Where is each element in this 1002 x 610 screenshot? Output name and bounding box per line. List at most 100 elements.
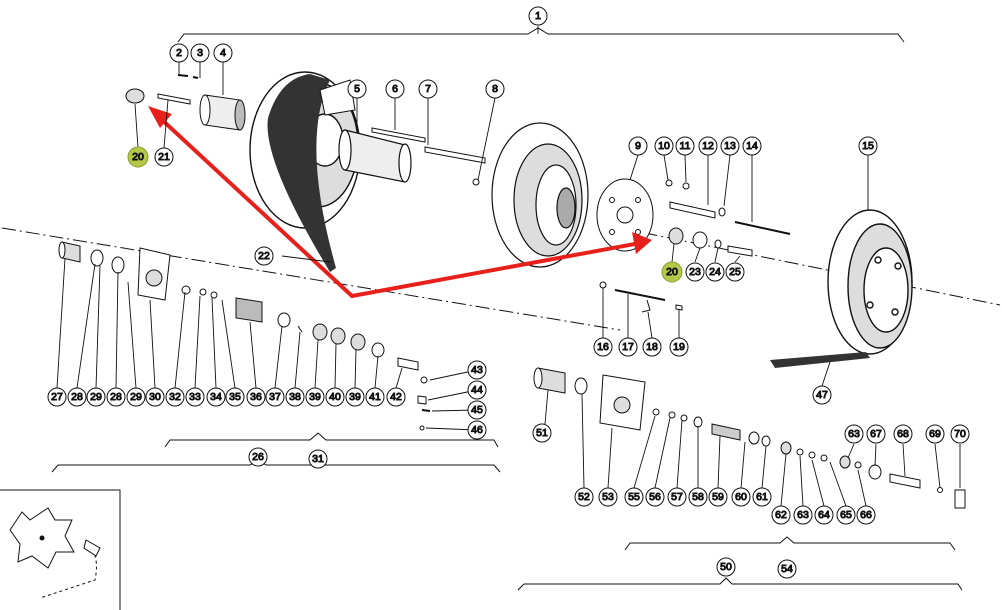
callout-41[interactable]: 41: [365, 387, 385, 407]
callout-56[interactable]: 56: [645, 487, 665, 507]
callout-20-highlighted-right[interactable]: 20: [661, 261, 683, 283]
callout-55[interactable]: 55: [624, 487, 644, 507]
callout-65[interactable]: 65: [836, 505, 856, 525]
callout-12[interactable]: 12: [698, 136, 718, 156]
callout-39[interactable]: 39: [305, 387, 325, 407]
svg-text:53: 53: [602, 491, 614, 503]
callout-30[interactable]: 30: [145, 387, 165, 407]
leader-lines: [56, 26, 961, 507]
callout-23[interactable]: 23: [685, 262, 705, 282]
callout-40[interactable]: 40: [325, 387, 345, 407]
callout-57[interactable]: 57: [667, 487, 687, 507]
callout-58[interactable]: 58: [688, 487, 708, 507]
callout-15[interactable]: 15: [858, 136, 878, 156]
shaft-assembly-left: [58, 241, 431, 431]
svg-text:10: 10: [658, 140, 670, 152]
bushing-left: [125, 74, 246, 131]
callout-66[interactable]: 66: [856, 505, 876, 525]
callout-51[interactable]: 51: [532, 423, 552, 443]
callout-8[interactable]: 8: [485, 79, 505, 99]
callout-46[interactable]: 46: [467, 420, 487, 440]
callout-24[interactable]: 24: [705, 262, 725, 282]
callout-39-b[interactable]: 39: [345, 387, 365, 407]
callout-11[interactable]: 11: [675, 136, 695, 156]
callout-14[interactable]: 14: [742, 136, 762, 156]
callout-36[interactable]: 36: [246, 387, 266, 407]
callout-29[interactable]: 29: [86, 387, 106, 407]
callout-28-b[interactable]: 28: [106, 387, 126, 407]
callout-25[interactable]: 25: [725, 262, 745, 282]
svg-text:29: 29: [90, 391, 102, 403]
callout-67[interactable]: 67: [866, 424, 886, 444]
svg-text:56: 56: [649, 491, 661, 503]
svg-text:11: 11: [680, 140, 691, 152]
svg-text:54: 54: [781, 563, 793, 575]
key-parts: [371, 127, 486, 186]
callout-47[interactable]: 47: [812, 385, 832, 405]
svg-text:43: 43: [471, 364, 483, 376]
callout-9[interactable]: 9: [628, 136, 648, 156]
callout-38[interactable]: 38: [285, 387, 305, 407]
callout-59[interactable]: 59: [708, 487, 728, 507]
arrowheads: [148, 106, 652, 254]
callout-18[interactable]: 18: [642, 337, 662, 357]
callout-32[interactable]: 32: [165, 387, 185, 407]
callout-62[interactable]: 62: [771, 505, 791, 525]
svg-text:28: 28: [110, 391, 122, 403]
svg-text:41: 41: [369, 391, 381, 403]
callout-10[interactable]: 10: [654, 136, 674, 156]
callout-31[interactable]: 31: [308, 449, 328, 469]
callout-1[interactable]: 1: [528, 6, 548, 26]
callout-70[interactable]: 70: [950, 424, 970, 444]
callout-13[interactable]: 13: [720, 136, 740, 156]
svg-text:31: 31: [312, 453, 324, 465]
svg-text:42: 42: [390, 391, 402, 403]
callout-54[interactable]: 54: [777, 559, 797, 579]
callout-45[interactable]: 45: [467, 400, 487, 420]
callout-43[interactable]: 43: [467, 360, 487, 380]
callout-7[interactable]: 7: [418, 79, 438, 99]
callout-61[interactable]: 61: [752, 487, 772, 507]
belt-tensioner: [319, 79, 356, 116]
callout-34[interactable]: 34: [206, 387, 226, 407]
callout-29-b[interactable]: 29: [126, 387, 146, 407]
callout-6[interactable]: 6: [385, 79, 405, 99]
callout-22[interactable]: 22: [254, 246, 274, 266]
svg-text:36: 36: [250, 391, 262, 403]
callout-52[interactable]: 52: [574, 487, 594, 507]
svg-text:12: 12: [702, 140, 714, 152]
callout-5[interactable]: 5: [347, 79, 367, 99]
inset-detail: [0, 489, 121, 610]
svg-text:70: 70: [954, 428, 966, 440]
callout-44[interactable]: 44: [467, 380, 487, 400]
callout-33[interactable]: 33: [185, 387, 205, 407]
callout-63[interactable]: 63: [793, 505, 813, 525]
hub-sleeve: [338, 129, 412, 183]
callout-27[interactable]: 27: [47, 387, 67, 407]
svg-text:29: 29: [130, 391, 142, 403]
callout-2[interactable]: 2: [169, 43, 189, 63]
callout-64[interactable]: 64: [814, 505, 834, 525]
callout-20-highlighted[interactable]: 20: [127, 146, 149, 168]
callout-3[interactable]: 3: [190, 43, 210, 63]
callout-4[interactable]: 4: [213, 43, 233, 63]
callout-63-b[interactable]: 63: [844, 424, 864, 444]
callout-53[interactable]: 53: [598, 487, 618, 507]
callout-17[interactable]: 17: [618, 337, 638, 357]
callout-69[interactable]: 69: [925, 424, 945, 444]
callout-26[interactable]: 26: [248, 447, 268, 467]
callout-28[interactable]: 28: [67, 387, 87, 407]
callout-19[interactable]: 19: [669, 337, 689, 357]
callout-68[interactable]: 68: [893, 424, 913, 444]
callout-60[interactable]: 60: [731, 487, 751, 507]
v-belt: [770, 352, 870, 368]
svg-text:46: 46: [471, 424, 483, 436]
callout-35[interactable]: 35: [225, 387, 245, 407]
svg-text:61: 61: [756, 491, 768, 503]
callout-37[interactable]: 37: [265, 387, 285, 407]
callout-50[interactable]: 50: [716, 557, 736, 577]
callout-16[interactable]: 16: [593, 337, 613, 357]
callout-42[interactable]: 42: [386, 387, 406, 407]
callout-21[interactable]: 21: [154, 147, 174, 167]
svg-text:69: 69: [929, 428, 941, 440]
